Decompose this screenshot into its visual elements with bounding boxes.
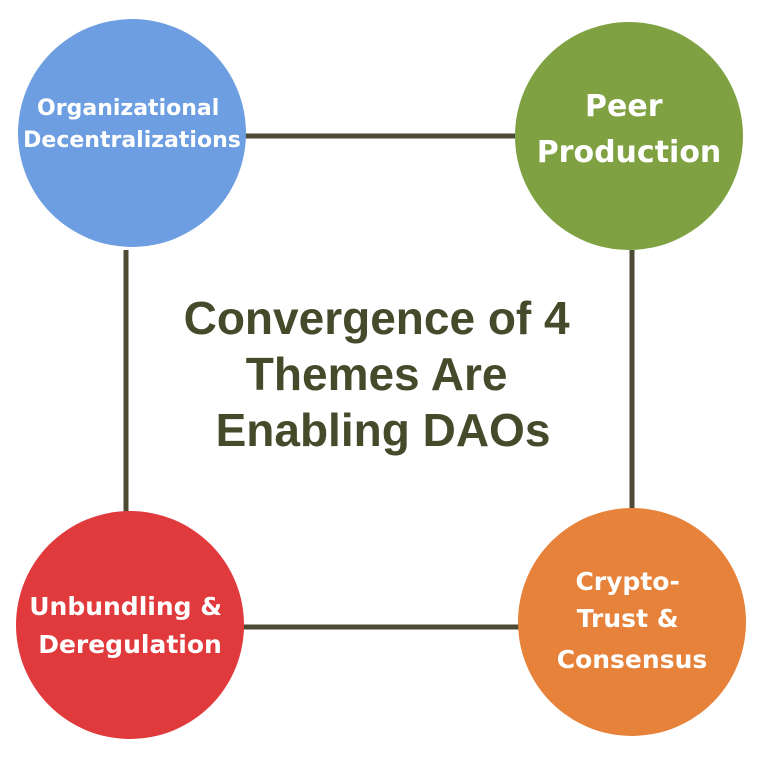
theme-label: Peer Production bbox=[537, 89, 722, 170]
theme-label-line: Deregulation bbox=[38, 630, 222, 659]
theme-label: Unbundling & Deregulation bbox=[29, 592, 231, 659]
title-line: Themes Are bbox=[246, 348, 508, 400]
theme-label-line: Decentralizations bbox=[23, 128, 241, 153]
connectors bbox=[123, 133, 635, 630]
theme-label-line: Production bbox=[537, 135, 722, 170]
theme-label: Organizational Decentralizations bbox=[23, 96, 241, 153]
theme-circle bbox=[515, 22, 743, 250]
theme-node-crypto-trust: Crypto- Trust & Consensus bbox=[518, 508, 746, 736]
theme-label-line: Unbundling & bbox=[29, 592, 222, 621]
title-line: Enabling DAOs bbox=[216, 404, 551, 456]
theme-node-organizational: Organizational Decentralizations bbox=[18, 19, 246, 247]
theme-label-line: Consensus bbox=[557, 645, 708, 674]
theme-circle bbox=[16, 511, 244, 739]
theme-circle bbox=[18, 19, 246, 247]
theme-label-line: Peer bbox=[585, 89, 663, 124]
theme-label-line: Trust & bbox=[577, 604, 679, 633]
theme-node-unbundling: Unbundling & Deregulation bbox=[16, 511, 244, 739]
theme-label: Crypto- Trust & Consensus bbox=[557, 567, 708, 674]
theme-circle bbox=[518, 508, 746, 736]
title-line: Convergence of 4 bbox=[184, 292, 570, 344]
theme-label-line: Organizational bbox=[37, 96, 219, 121]
theme-node-peer-production: Peer Production bbox=[515, 22, 743, 250]
theme-label-line: Crypto- bbox=[575, 567, 679, 596]
diagram-title: Convergence of 4 Themes Are Enabling DAO… bbox=[184, 292, 583, 456]
